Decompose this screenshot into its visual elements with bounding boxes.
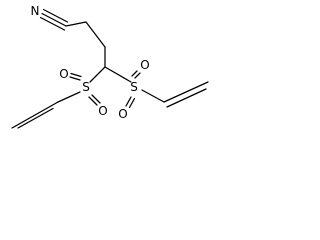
bond-right-sulfur-to-vinyl [141,89,165,103]
structural-formula: N S O O S O O [11,4,209,129]
left-vinyl-double-bond [11,101,59,129]
left-sulfur-oxygen-bottom-double-bond [88,94,101,106]
bond-ch2-to-ch [85,21,106,48]
atom-label-left-oxygen-bottom: O [98,104,107,118]
nitrile-triple-bond [39,8,69,31]
left-sulfur-oxygen-top-double-bond [69,72,82,81]
atom-label-nitrogen: N [31,4,40,18]
atom-label-right-sulfur: S [130,80,138,94]
right-sulfur-oxygen-top-double-bond [131,70,141,79]
atom-label-left-sulfur: S [82,80,90,94]
atom-label-right-oxygen-bottom: O [118,107,127,121]
bond-left-sulfur-to-vinyl [57,91,81,103]
right-sulfur-oxygen-bottom-double-bond [125,96,136,109]
atom-label-left-oxygen-top: O [59,67,68,81]
bond-methine-to-left-sulfur [89,66,106,83]
right-vinyl-double-bond [163,81,209,108]
bond-nitrile-carbon-to-ch2 [65,21,87,27]
bond-methine-to-right-sulfur [104,66,132,83]
atom-label-right-oxygen-top: O [140,58,149,72]
